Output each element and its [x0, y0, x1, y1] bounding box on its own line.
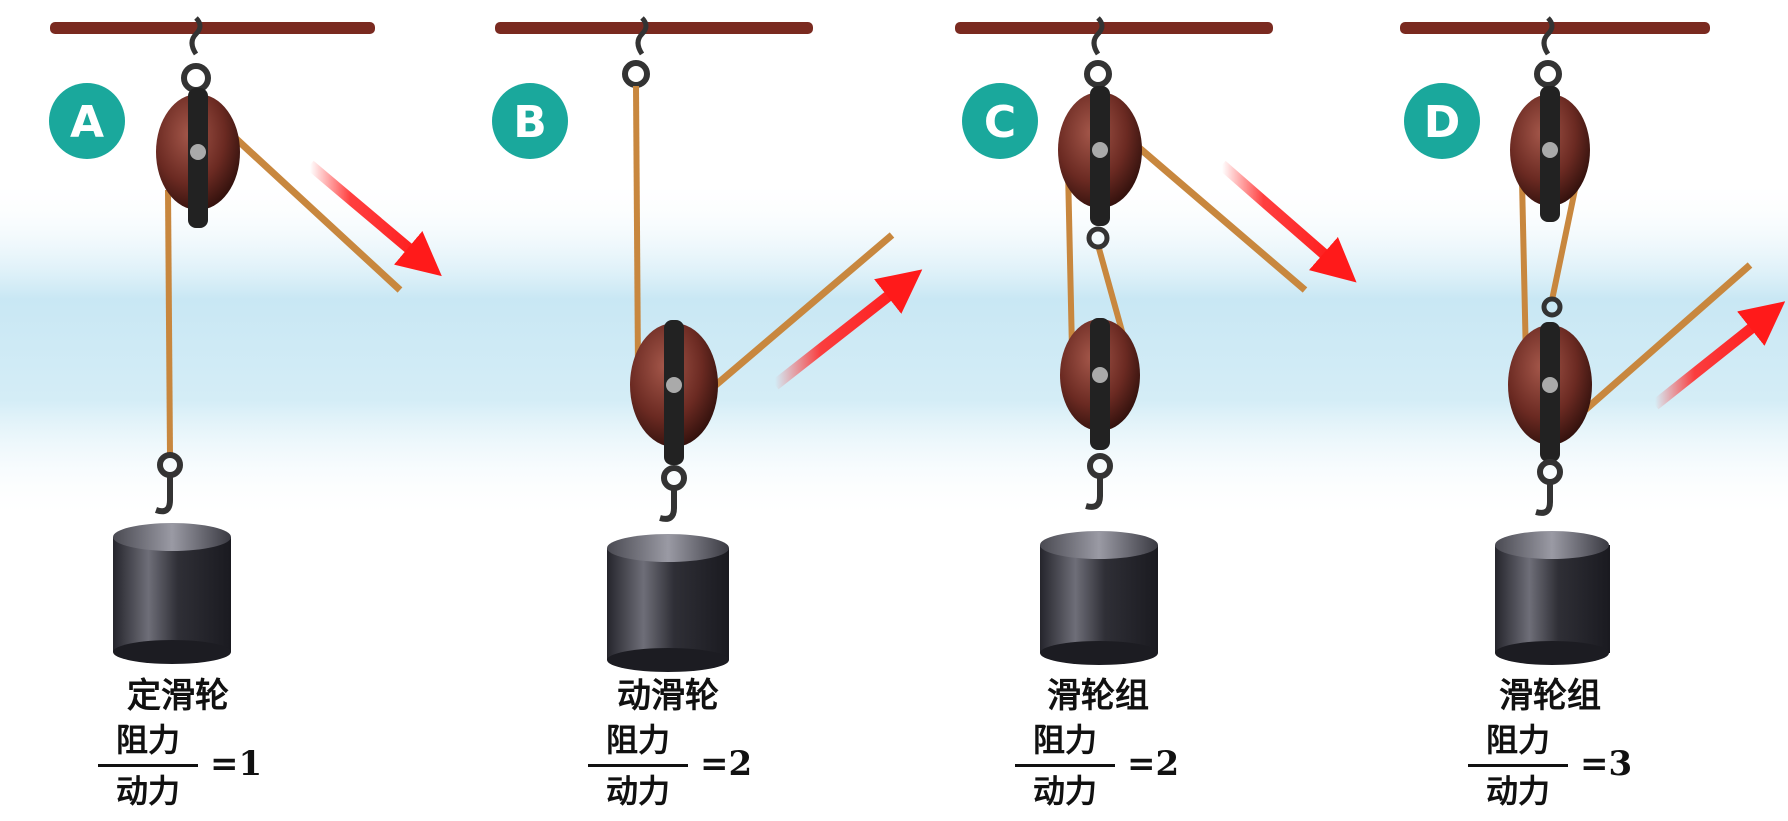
weight-bottom [113, 640, 231, 664]
ratio-numerator: 阻力 [1485, 721, 1550, 759]
ratio-d: 阻力 动力 =3 [1468, 718, 1632, 813]
rope [165, 189, 173, 456]
pulley-bracket [1090, 318, 1110, 450]
ceiling-beam [50, 22, 375, 34]
ratio-value: =2 [700, 744, 753, 784]
ratio-c: 阻力 动力 =2 [1015, 718, 1179, 813]
badge-c: C [962, 83, 1038, 159]
ceiling-hook [635, 16, 649, 56]
badge-d: D [1404, 83, 1480, 159]
weight-top [607, 534, 729, 562]
caption-b: 动滑轮 [617, 676, 719, 716]
fraction-bar [588, 764, 688, 767]
rope [633, 85, 641, 371]
weight-hook [659, 488, 677, 522]
caption-d: 滑轮组 [1499, 676, 1601, 716]
rope [1582, 262, 1753, 413]
rope [229, 132, 403, 293]
rope [707, 232, 895, 393]
badge-b: B [492, 83, 568, 159]
weight-bottom [607, 648, 729, 672]
pulley-eye [181, 63, 211, 93]
weight-body [113, 537, 231, 652]
rope [1549, 174, 1581, 301]
rope [1127, 137, 1308, 293]
ratio-a: 阻力 动力 =1 [98, 718, 262, 813]
ceiling-hook [1091, 16, 1105, 56]
ratio-denominator: 动力 [605, 772, 670, 810]
fraction-bar [1468, 764, 1568, 767]
force-arrow [1651, 301, 1786, 410]
rope [1519, 179, 1529, 361]
weight-body [607, 548, 729, 660]
sky-haze [0, 180, 1788, 520]
panel-a [50, 16, 442, 664]
badge-letter: B [513, 97, 547, 148]
weight-top [1040, 531, 1158, 559]
panel-b [495, 16, 923, 672]
caption-a: 定滑轮 [127, 676, 229, 716]
caption-c: 滑轮组 [1047, 676, 1149, 716]
pulley-eye [1084, 60, 1112, 88]
link-eye [1541, 296, 1563, 318]
weight-top [1495, 531, 1609, 559]
ratio-numerator: 阻力 [115, 721, 180, 759]
ratio-denominator: 动力 [1032, 772, 1097, 810]
pulley-axle [1092, 367, 1108, 383]
weight-bottom [1040, 641, 1158, 665]
ceiling-hook [189, 16, 203, 56]
ceiling-beam [495, 22, 813, 34]
badge-a: A [49, 83, 125, 159]
pulley-axle [1542, 142, 1558, 158]
ratio-denominator: 动力 [1485, 772, 1550, 810]
ceiling-beam [955, 22, 1273, 34]
weight-top [113, 523, 231, 551]
ratio-numerator: 阻力 [1032, 721, 1097, 759]
force-arrow [306, 160, 442, 277]
ratio-numerator: 阻力 [605, 721, 670, 759]
badge-letter: A [70, 97, 104, 148]
fraction-bar [98, 764, 198, 767]
fraction-bar [1015, 764, 1115, 767]
rope [1065, 169, 1075, 351]
weight-hook [1085, 476, 1103, 510]
ceiling-beam [1400, 22, 1710, 34]
ceiling-hook [1541, 16, 1555, 56]
panel-d [1400, 16, 1786, 665]
weight-body [1040, 545, 1158, 653]
pulley-axle [190, 144, 206, 160]
pulley-axle [1092, 142, 1108, 158]
ratio-b: 阻力 动力 =2 [588, 718, 752, 813]
badge-letter: C [984, 97, 1016, 148]
weight-body [1495, 545, 1610, 653]
ratio-value: =2 [1127, 744, 1180, 784]
pulley-eye [1534, 60, 1562, 88]
weight-hook [154, 475, 173, 515]
ratio-denominator: 动力 [115, 772, 180, 810]
force-arrow [1218, 160, 1357, 283]
ratio-value: =1 [210, 744, 263, 784]
badge-letter: D [1424, 97, 1461, 148]
weight-hook [1535, 482, 1553, 516]
force-arrow [771, 269, 923, 390]
ratio-value: =3 [1580, 744, 1633, 784]
rope-anchor-eye [622, 60, 650, 88]
weight-bottom [1495, 641, 1609, 665]
pulley-axle [1542, 377, 1558, 393]
pulley-axle [666, 377, 682, 393]
link-eye [1086, 226, 1110, 250]
panel-c [955, 16, 1357, 665]
